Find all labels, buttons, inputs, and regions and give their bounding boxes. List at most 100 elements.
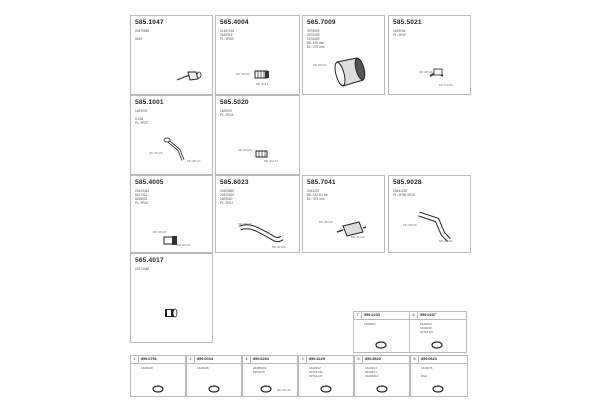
clamp-header xyxy=(187,356,241,364)
dimension-label: DD: 2G1.2 xyxy=(256,83,269,86)
clamp-illustration xyxy=(208,385,220,393)
part-card: 585.7041 2044237 B6: 342.8 x 8a DL: 475 … xyxy=(302,175,385,253)
clamp-number: 7 xyxy=(354,312,362,319)
clamp-illustration xyxy=(376,385,388,393)
part-ref: 3975339 xyxy=(307,33,320,37)
part-card: 585.9028 20441228 PL: 9R06 9R1D DD: 2P2.… xyxy=(388,175,471,253)
clamp-ref: 1629104 xyxy=(365,366,377,370)
part-ref: B6: 445 mm xyxy=(307,41,325,45)
clamp-illustration xyxy=(432,385,444,393)
part-code: 585.9028 xyxy=(393,179,422,186)
end-pipe-illustration xyxy=(165,308,178,318)
clamp-ref: 1629102 xyxy=(309,366,321,370)
clamp-header xyxy=(410,312,466,320)
dimension-label: DD: 2P1.00 xyxy=(272,246,286,249)
part-ref: 20420820 xyxy=(220,193,235,197)
part-ref: 1629037 xyxy=(220,109,233,113)
part-ref: PL: 9R1F xyxy=(393,33,407,37)
part-ref: 8147412 xyxy=(135,193,148,197)
clamp-ref: 20460012 xyxy=(365,374,379,378)
part-ref: 20479885 xyxy=(135,29,150,33)
clamp-ref: Bngr xyxy=(421,374,428,378)
clamp-illustration xyxy=(260,385,272,393)
part-ref: PL: 9R06 9R1D xyxy=(393,193,416,197)
dimension-label: DD: 2P2.30 xyxy=(277,389,291,392)
clamp-illustration xyxy=(375,341,387,349)
clamp-code: 599.0237 xyxy=(420,313,436,317)
clamp-number: 8 xyxy=(410,312,418,319)
part-ref: 8158931 xyxy=(135,197,148,201)
tail-pipe-illustration xyxy=(418,211,451,242)
clamp-ref: 20485902 xyxy=(253,366,267,370)
part-code: 565.4004 xyxy=(220,19,249,26)
pipe-joint-illustration xyxy=(176,71,202,81)
dimension-label: DD: 2P2.00 xyxy=(238,149,252,152)
dimension-label: DD: 2G1.70 xyxy=(264,160,278,163)
part-ref: PL: 9R01 xyxy=(135,201,149,205)
clamp-ref: 20716147 xyxy=(309,374,323,378)
part-ref: PL: 9R2B xyxy=(220,37,234,41)
clamp-ref: 1629045 xyxy=(420,326,432,330)
part-card: 585.6023 20403850 20420820 1629060 PL: 9… xyxy=(215,175,300,253)
clamp-number: 5 xyxy=(355,356,363,363)
clamp-header xyxy=(411,356,467,364)
clamp-code: 599.0751 xyxy=(141,357,157,361)
clamp-header xyxy=(354,312,410,320)
dimension-label: DD: 2P1.00 xyxy=(439,240,453,243)
part-card: 585.4005 20443444 8147412 8158931 PL: 9R… xyxy=(130,175,213,253)
clamp-card: 5 599.5622 1629104 5049374 20460012 xyxy=(354,355,410,397)
pipe-section-illustration xyxy=(163,236,177,245)
part-code: 585.7041 xyxy=(307,179,336,186)
clamp-header xyxy=(299,356,353,364)
dimension-label: DD: 2P2.00 xyxy=(313,64,327,67)
dimension-label: DD: 2P2.30 xyxy=(419,71,433,74)
clamp-number: 2 xyxy=(187,356,195,363)
clamp-card: 3 599.3225 1629102 20716149 20716147 xyxy=(298,355,354,397)
flex-pipe-illustration xyxy=(254,70,269,79)
part-ref: 20443444 xyxy=(135,189,150,193)
dimension-label: DD: 2P1.27 xyxy=(187,160,201,163)
flex-pipe-illustration xyxy=(255,150,268,158)
part-ref: PL: 9R17 xyxy=(220,201,234,205)
front-pipe-illustration xyxy=(163,137,185,161)
clamp-number: 4 xyxy=(243,356,251,363)
part-card: 585.5021 1629034 PL: 9R1F DD: 2P2.30 DD:… xyxy=(388,15,471,95)
part-code: 585.1001 xyxy=(135,99,164,106)
clamp-ref: 1629043 xyxy=(420,322,432,326)
part-ref: 1629034 xyxy=(393,29,406,33)
clamp-ref: 5049374 xyxy=(365,370,377,374)
part-ref: 3169315 xyxy=(220,33,233,37)
part-ref: PL: 9R2T xyxy=(135,121,149,125)
silencer-illustration xyxy=(336,221,367,237)
part-card: 565.4017 20374468 xyxy=(130,253,213,343)
clamp-illustration xyxy=(320,385,332,393)
clamp-header xyxy=(243,356,297,364)
part-ref: 20403850 xyxy=(220,189,235,193)
dimension-label: DD: 2P2.00 xyxy=(403,224,417,227)
dimension-label: DD: 2P2.00 xyxy=(149,152,163,155)
clamp-illustration xyxy=(431,341,443,349)
intermediate-pipe-illustration xyxy=(239,224,284,243)
clamp-code: 599.2243 xyxy=(364,313,380,317)
clamp-header xyxy=(131,356,185,364)
clamp-card: 4 599.6264 20485902 8154179 DD: 2P2.30 xyxy=(242,355,298,397)
clamp-number: 3 xyxy=(299,356,307,363)
part-ref: 1676409 xyxy=(307,37,320,41)
part-card: 585.5020 1629037 PL: 9R2A DD: 2P2.00 DD:… xyxy=(215,95,300,175)
pipe-elbow-illustration xyxy=(429,68,444,77)
clamp-code: 599.6264 xyxy=(253,357,269,361)
clamp-number: 1 xyxy=(131,356,139,363)
dimension-label: DD: 2P1.03 xyxy=(177,244,191,247)
clamp-code: 599.3225 xyxy=(309,357,325,361)
clamp-card: 8 599.0237 1629043 1629045 20716127 xyxy=(409,311,467,353)
part-code: 565.7009 xyxy=(307,19,336,26)
part-ref: PL: 9R2A xyxy=(220,113,234,117)
part-card: 565.7009 3975929 3975339 1676409 B6: 445… xyxy=(302,15,385,95)
part-ref: 9180 xyxy=(135,37,143,41)
part-code: 585.1047 xyxy=(135,19,164,26)
part-ref: 20374468 xyxy=(135,267,150,271)
clamp-ref: 20716127 xyxy=(420,330,434,334)
clamp-card: 1 599.0751 1629100 xyxy=(130,355,186,397)
clamp-card: 6 599.0623 1629071 Bngr xyxy=(410,355,468,397)
clamp-ref: 1629067 xyxy=(364,322,376,326)
